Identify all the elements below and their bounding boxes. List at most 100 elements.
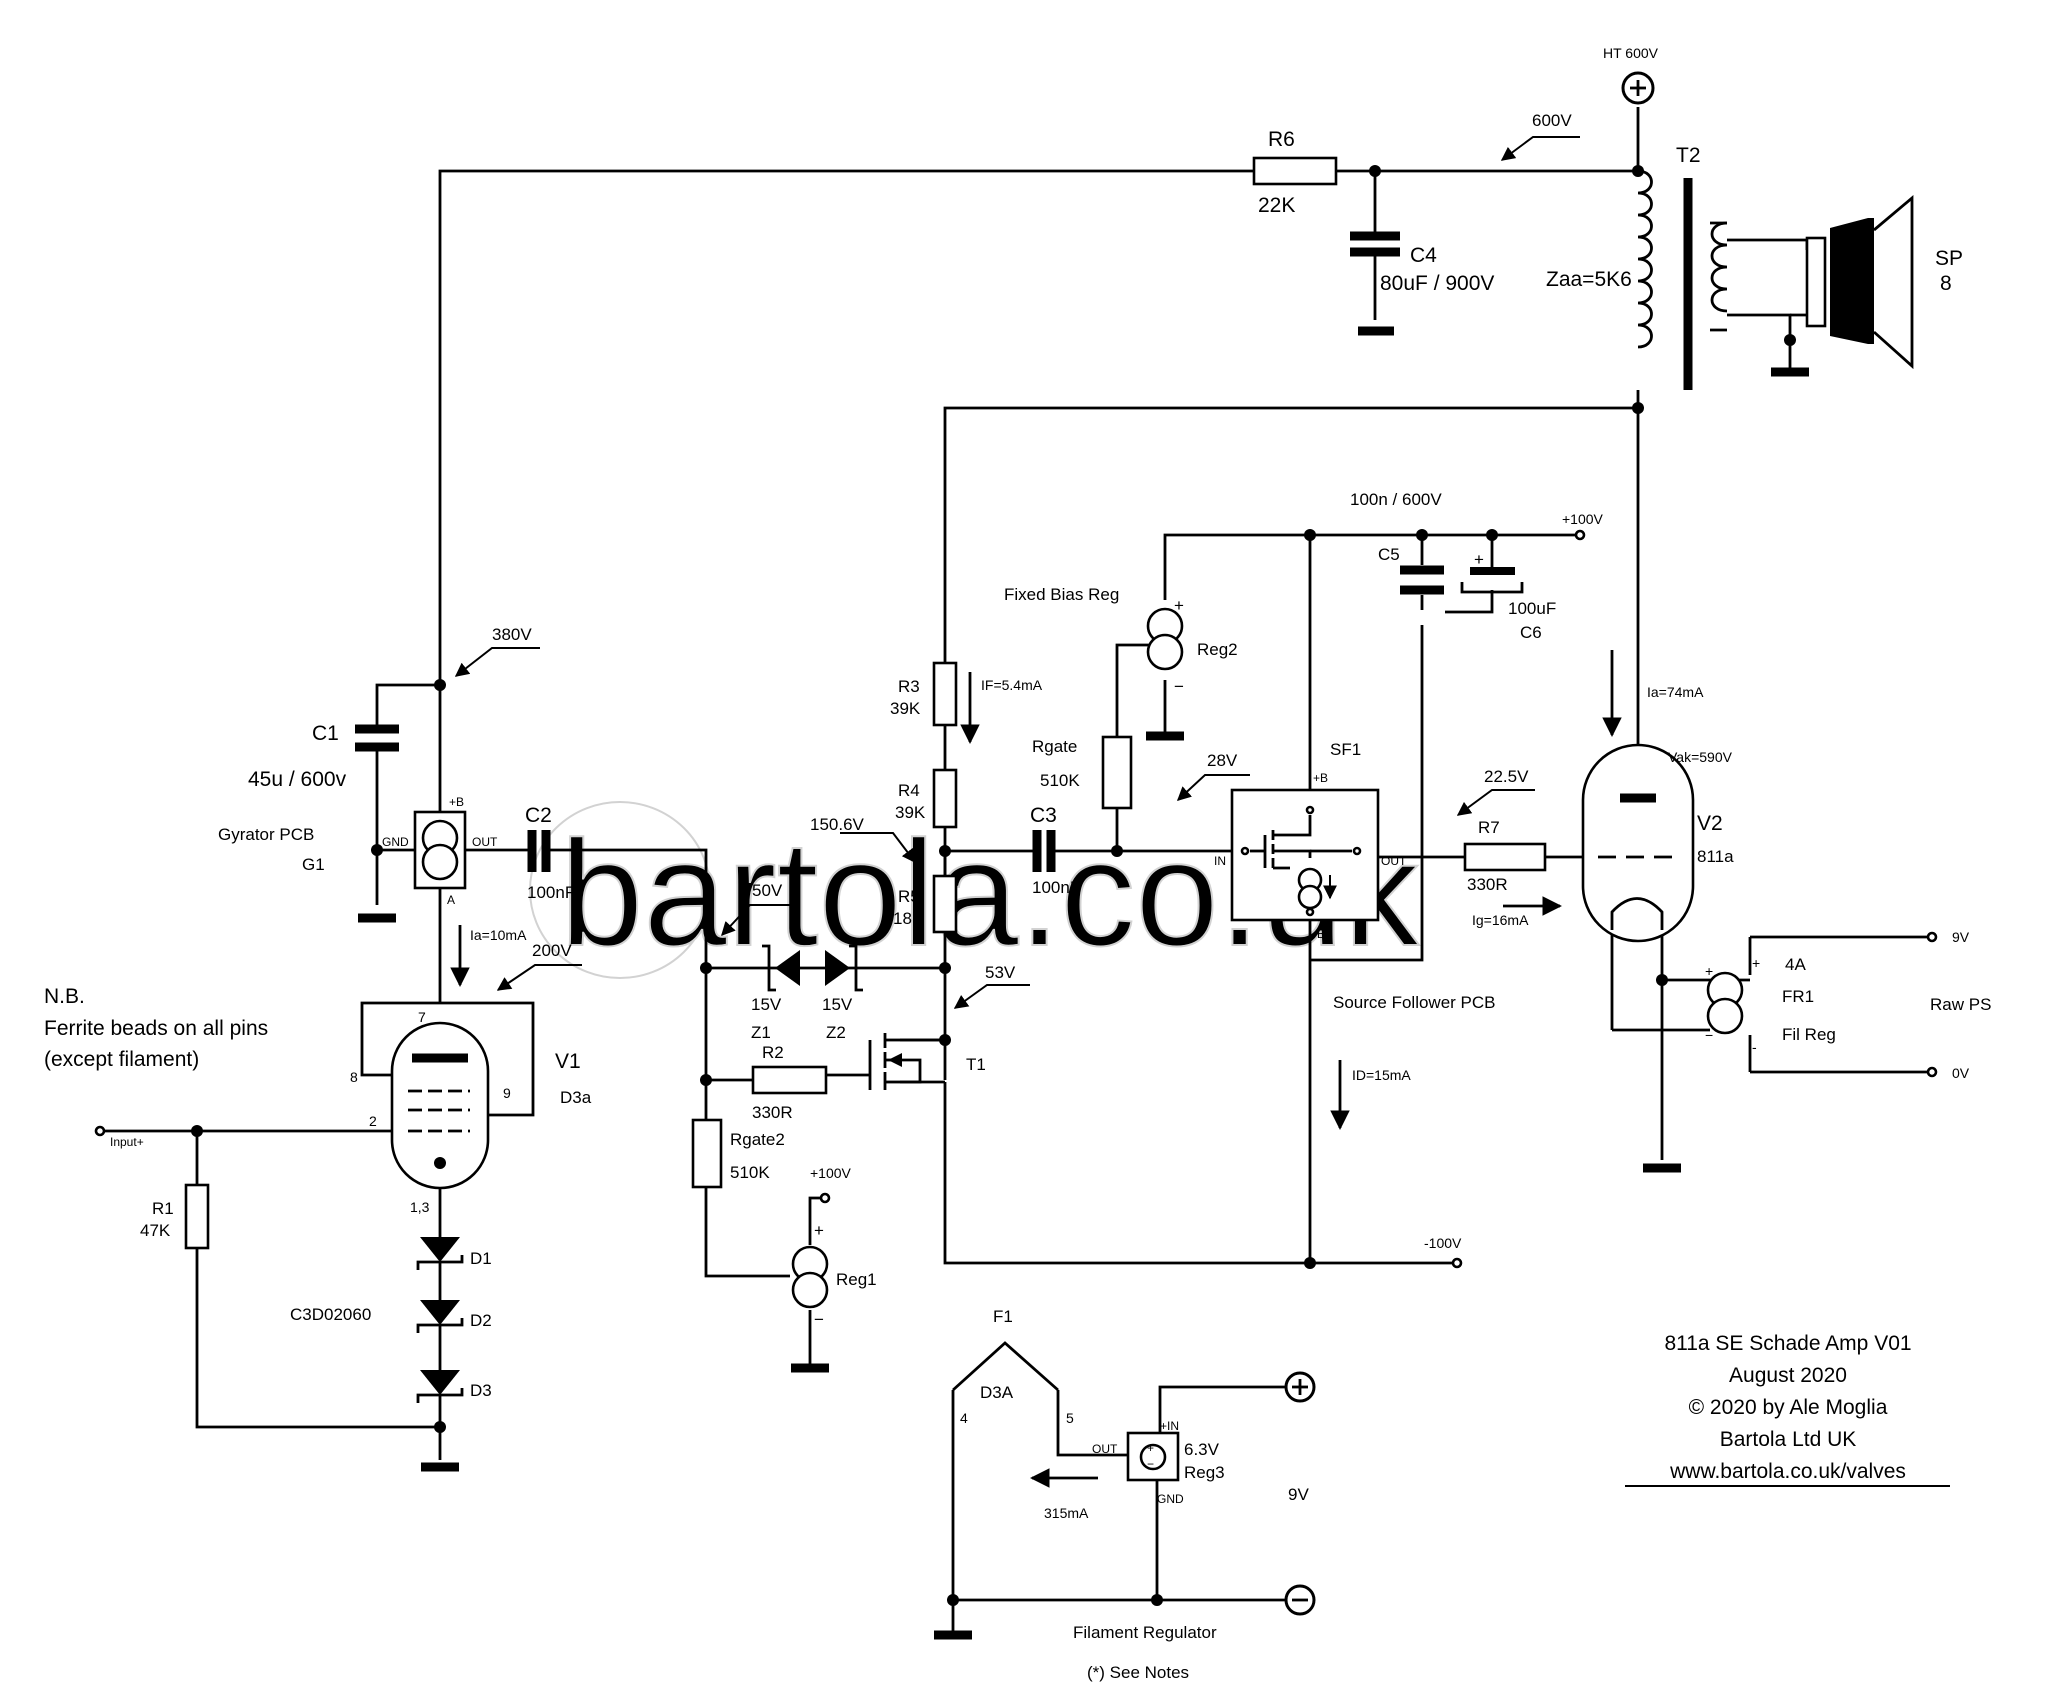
note-nb: N.B.: [44, 985, 85, 1008]
reg1-minus: −: [814, 1310, 824, 1329]
annotation-50v: 50V: [721, 881, 798, 937]
z1-value: 15V: [751, 995, 782, 1014]
v150-label: 150.6V: [810, 815, 865, 834]
f1-type: D3A: [980, 1383, 1014, 1402]
reg3-pin-gnd: GND: [1157, 1492, 1184, 1506]
r4-value: 39K: [895, 803, 926, 822]
t1-mosfet: T1: [868, 1033, 986, 1090]
reg3-filament-regulator: + − +IN OUT GND 6.3V Reg3 Filament Regul…: [1073, 1419, 1309, 1642]
fr1-plus-right: +: [1752, 955, 1760, 971]
minus100-label: -100V: [1424, 1235, 1462, 1251]
title-line4: Bartola Ltd UK: [1720, 1428, 1857, 1451]
r7-resistor: R7 330R: [1463, 818, 1547, 894]
v1-label: V1: [555, 1050, 581, 1073]
z1-zener: 15V Z1: [751, 944, 800, 1042]
c6-capacitor: + 100uF C6: [1460, 550, 1556, 642]
r2-resistor: R2 330R: [751, 1043, 828, 1122]
c5-capacitor: 100n / 600V C5: [1350, 490, 1444, 595]
z2-zener: 15V Z2: [822, 944, 863, 1042]
v225-label: 22.5V: [1484, 767, 1529, 786]
r2-value: 330R: [752, 1103, 793, 1122]
title-block: 811a SE Schade Amp V01 August 2020 © 202…: [1625, 1332, 1950, 1487]
minus100-terminal: -100V: [1424, 1235, 1463, 1269]
reg1-plus: +: [814, 1221, 824, 1240]
v200-label: 200V: [532, 941, 572, 960]
input-label: Input+: [110, 1135, 144, 1149]
sf1-caption: Source Follower PCB: [1333, 993, 1496, 1012]
r1-label: R1: [152, 1199, 174, 1218]
r3-value: 39K: [890, 699, 921, 718]
t2-transformer: T2 Zaa=5K6: [1546, 144, 1728, 390]
c2-label: C2: [525, 804, 552, 827]
ground-symbols: [358, 326, 1809, 1640]
raw-ps-label: Raw PS: [1930, 995, 1991, 1014]
g1-caption: Gyrator PCB: [218, 825, 314, 844]
annotation-id: ID=15mA: [1330, 1060, 1411, 1130]
g1-pin-b: +B: [449, 795, 464, 809]
plus100-label: +100V: [1562, 511, 1604, 527]
c1-capacitor: C1 45u / 600v: [248, 722, 399, 791]
v2-label: V2: [1697, 812, 1723, 835]
sf1-pin-in: IN: [1214, 854, 1226, 868]
v1-type: D3a: [560, 1088, 592, 1107]
raw-ps-9v: 9V: [1952, 929, 1970, 945]
title-line1: 811a SE Schade Amp V01: [1664, 1332, 1911, 1355]
c3-capacitor: C3 100nF: [1030, 804, 1080, 897]
f1-pin4: 4: [960, 1410, 968, 1426]
z2-value: 15V: [822, 995, 853, 1014]
f1-pin5: 5: [1066, 1410, 1074, 1426]
vak-label: Vak=590V: [1668, 749, 1733, 765]
reg1-current-source: +100V + − Reg1: [791, 1165, 877, 1329]
fr1-label: FR1: [1782, 987, 1814, 1006]
reg3-caption: Filament Regulator: [1073, 1623, 1217, 1642]
r1-value: 47K: [140, 1221, 171, 1240]
r7-label: R7: [1478, 818, 1500, 837]
r5-value: 18K: [893, 909, 924, 928]
r3-label: R3: [898, 677, 920, 696]
title-line3: © 2020 by Ale Moglia: [1689, 1396, 1888, 1419]
if-label: IF=5.4mA: [981, 677, 1043, 693]
t1-label: T1: [966, 1055, 986, 1074]
annotation-600v: 600V: [1500, 111, 1580, 161]
raw-ps-0v: 0V: [1952, 1065, 1970, 1081]
reg1-label: Reg1: [836, 1270, 877, 1289]
rgate2-label: Rgate2: [730, 1130, 785, 1149]
annotation-22v: 22.5V: [1456, 767, 1535, 816]
diode-part-label: C3D02060: [290, 1305, 371, 1324]
g1-ref: G1: [302, 855, 325, 874]
reg3-plus: +: [1147, 1441, 1154, 1455]
annotation-53v: 53V: [953, 963, 1030, 1009]
ht-label: HT 600V: [1603, 45, 1659, 61]
title-line2: August 2020: [1729, 1364, 1847, 1387]
sf1-pin-nb: -B: [1313, 927, 1325, 941]
ht-terminal: HT 600V: [1603, 45, 1659, 105]
r4-label: R4: [898, 781, 920, 800]
rgate-resistor: Rgate 510K: [1032, 735, 1133, 810]
reg1-supply-label: +100V: [810, 1165, 852, 1181]
speaker: SP 8: [1805, 194, 1963, 370]
fr1-minus-left: −: [1705, 1027, 1713, 1043]
reg3-pin-out: OUT: [1092, 1442, 1118, 1456]
v1-tube: 7 8 9 2 1,3 V1 D3a: [350, 1009, 592, 1215]
r5-resistor: R5 18K: [893, 874, 958, 934]
reg2-current-source: + − Reg2 Fixed Bias Reg: [1004, 585, 1238, 696]
reg3-value: 6.3V: [1184, 1440, 1220, 1459]
z1-label: Z1: [751, 1023, 771, 1042]
annotation-150v: 150.6V: [810, 815, 916, 864]
reg2-label: Reg2: [1197, 640, 1238, 659]
c4-label: C4: [1410, 244, 1437, 267]
title-line5: www.bartola.co.uk/valves: [1669, 1460, 1906, 1483]
reg2-plus: +: [1174, 596, 1184, 615]
r2-label: R2: [762, 1043, 784, 1062]
id-label: ID=15mA: [1352, 1067, 1411, 1083]
rgate-value: 510K: [1040, 771, 1080, 790]
reg3-pin-in: +IN: [1160, 1419, 1179, 1433]
t2-impedance: Zaa=5K6: [1546, 268, 1632, 291]
annotation-if: IF=5.4mA: [960, 672, 1043, 744]
c4-capacitor: C4 80uF / 900V: [1350, 231, 1494, 295]
rgate2-value: 510K: [730, 1163, 770, 1182]
ia-v2-label: Ia=74mA: [1647, 684, 1704, 700]
fr1-caption: Fil Reg: [1782, 1025, 1836, 1044]
v1-pin13: 1,3: [410, 1199, 430, 1215]
